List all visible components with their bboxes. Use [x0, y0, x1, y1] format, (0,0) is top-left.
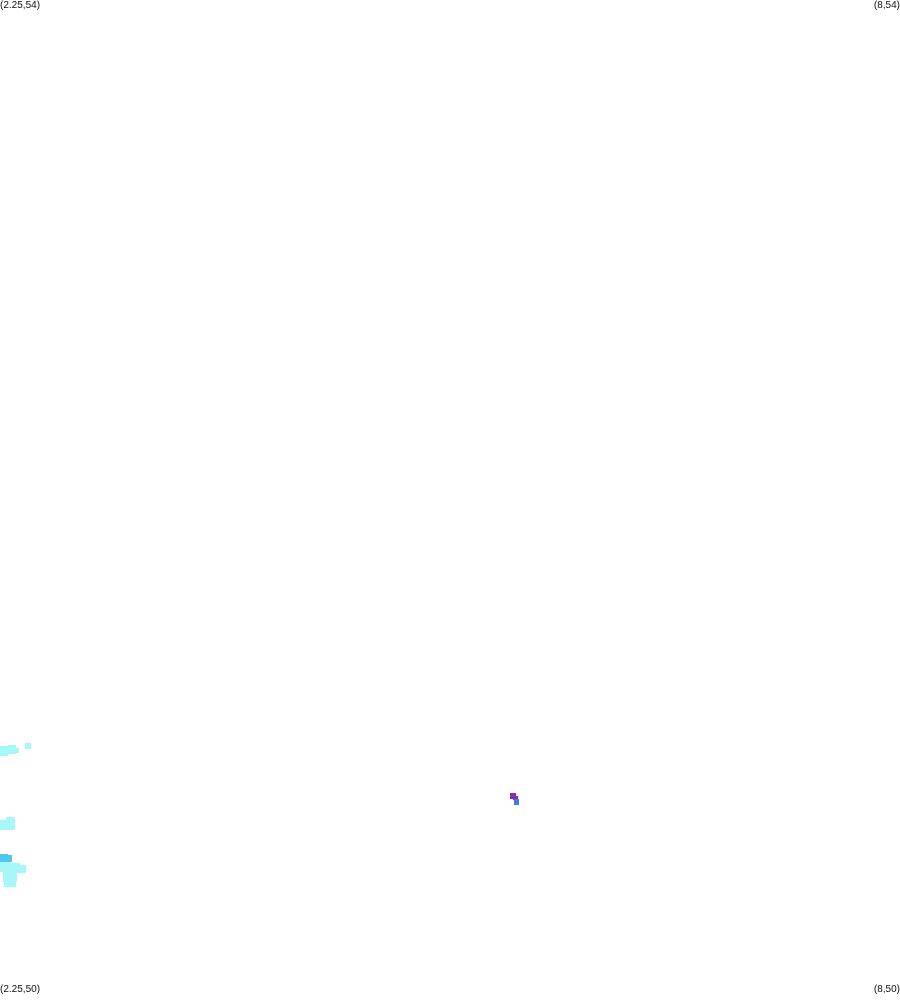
data-tile	[6, 817, 15, 830]
corner-label-bottom-right: (8,50)	[873, 984, 900, 995]
data-tile	[0, 746, 8, 756]
data-tile	[14, 748, 19, 753]
corner-label-bottom-left: (2.25,50)	[0, 984, 41, 995]
data-tiles-layer	[0, 743, 519, 887]
data-tile	[25, 743, 31, 749]
data-tile	[0, 820, 8, 830]
data-tile	[18, 865, 26, 873]
data-tile	[0, 854, 8, 862]
data-tile	[3, 872, 17, 882]
corner-label-top-right: (8,54)	[873, 0, 900, 11]
corner-label-top-left: (2.25,54)	[0, 0, 41, 11]
data-tile	[514, 799, 519, 805]
data-tile	[6, 855, 12, 862]
data-tile	[8, 745, 16, 754]
data-tile	[513, 796, 518, 800]
data-tile	[10, 863, 20, 873]
data-tile	[4, 880, 16, 887]
data-tile	[0, 862, 10, 872]
